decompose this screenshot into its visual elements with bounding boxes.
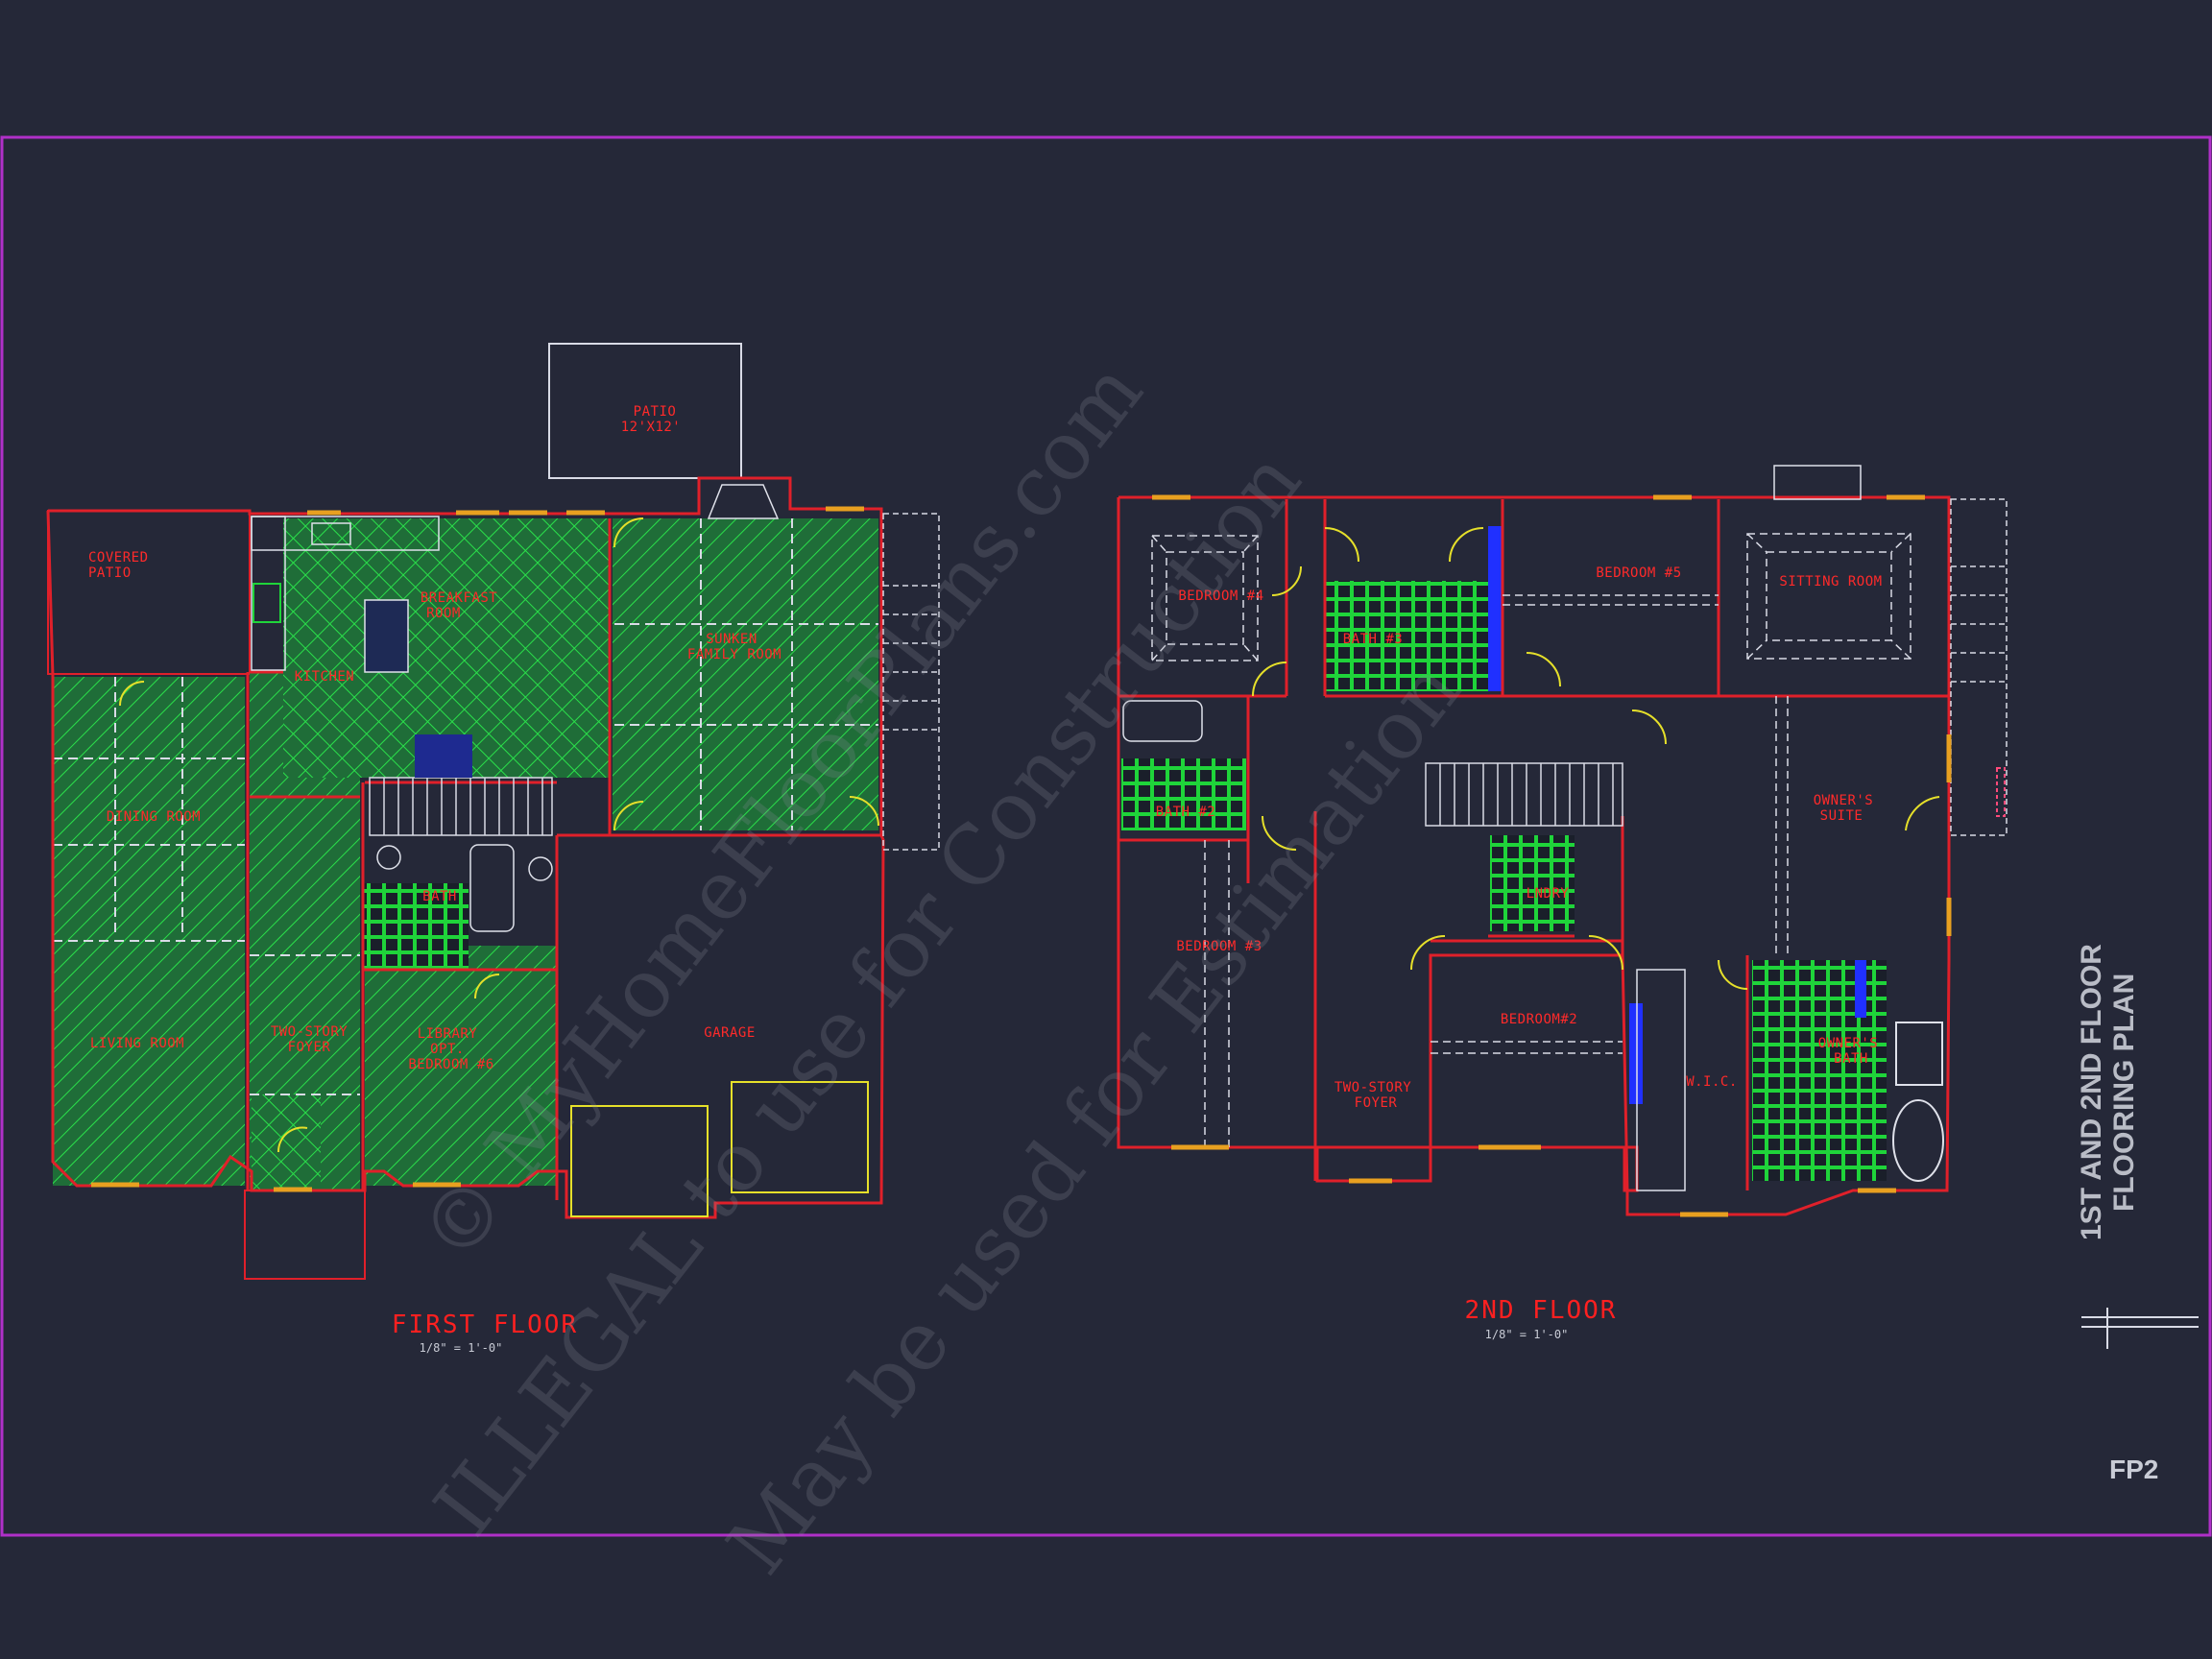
owners-bath-blue (1855, 960, 1866, 1018)
side-window-pink (1996, 767, 2006, 817)
first-floor-exterior-wall (48, 476, 885, 1219)
second-floor-title: 2ND FLOOR (1465, 1296, 1618, 1325)
second-floor-room-labels: BEDROOM #4 BATH #3 BEDROOM #5 SITTING RO… (1156, 565, 1882, 1111)
room-label-bath: BATH (422, 889, 457, 904)
room-label-library-3: BEDROOM #6 (408, 1057, 493, 1072)
bathtub-icon (469, 844, 515, 932)
laundry-tile (1490, 835, 1575, 931)
wic-blue (1629, 1003, 1643, 1104)
garage-door-left (570, 1105, 709, 1217)
first-floor-room-labels: PATIO 12'X12' COVERED PATIO BREAKFAST RO… (88, 404, 781, 1072)
sink-icon (311, 522, 351, 545)
owners-shower-icon (1895, 1022, 1943, 1086)
foyer-entry-tile (252, 1094, 321, 1190)
first-floor-scale: 1/8" = 1'-0" (420, 1341, 503, 1355)
room-label-foyer-1: TWO-STORY (271, 1024, 348, 1040)
fireplace-icon (707, 484, 780, 519)
kitchen-counter-side (251, 516, 286, 671)
room-label-library-2: OPT. (430, 1042, 465, 1057)
room-label-bath3: BATH #3 (1343, 632, 1404, 647)
bath-tile (363, 883, 469, 970)
second-floor-scale: 1/8" = 1'-0" (1485, 1328, 1569, 1341)
section-symbol (2081, 1308, 2199, 1349)
first-floor-door-swings (119, 517, 879, 1153)
sheet-border (0, 135, 2212, 1537)
side-title-line2: FLOORING PLAN (2108, 974, 2140, 1212)
front-porch (244, 1190, 366, 1280)
room-label-owners-bath-2: BATH (1834, 1051, 1868, 1067)
room-label-patio: PATIO (634, 404, 677, 420)
second-floor-door-swings (1252, 527, 1940, 990)
second-floor-stairs (1425, 762, 1623, 827)
room-label-bedroom4: BEDROOM #4 (1178, 589, 1263, 604)
cooktop-icon (252, 583, 281, 623)
side-title: 1ST AND 2ND FLOOR FLOORING PLAN (2076, 944, 2140, 1240)
room-label-breakfast-2: ROOM (426, 606, 461, 621)
first-floor-interior-walls (246, 518, 881, 1200)
dining-grid (53, 518, 878, 1095)
room-label-living: LIVING ROOM (90, 1036, 184, 1051)
room-label-owners-suite-1: OWNER'S (1814, 793, 1874, 808)
room-label-breakfast-1: BREAKFAST (421, 590, 497, 606)
first-floor-windows (91, 506, 864, 1192)
room-label-garage: GARAGE (704, 1025, 756, 1041)
garage-door-right (731, 1081, 869, 1193)
second-floor-deck-stairs (1950, 498, 2008, 836)
second-floor-exterior-wall (1117, 495, 1951, 1216)
first-floor-plan (46, 343, 940, 1280)
room-label-owners-suite-2: SUITE (1820, 808, 1863, 824)
room-label-wic: W.I.C. (1686, 1074, 1738, 1090)
second-floor-interior-walls (1118, 499, 1949, 1190)
side-title-line1: 1ST AND 2ND FLOOR (2076, 944, 2107, 1240)
room-label-covered-patio-2: PATIO (88, 565, 132, 581)
sheet-number: FP2 (2109, 1455, 2158, 1484)
second-floor-plan (1117, 465, 2008, 1217)
wic-shelving (1636, 969, 1686, 1191)
patio-outline (548, 343, 742, 479)
dining-living-floor (53, 677, 245, 1186)
room-label-sitting: SITTING ROOM (1779, 574, 1882, 589)
owners-tub-icon (1892, 1099, 1944, 1182)
fireplace-2-icon (1773, 465, 1862, 500)
first-floor-title: FIRST FLOOR (392, 1310, 578, 1339)
family-room-floor (613, 518, 878, 830)
room-label-bedroom3: BEDROOM #3 (1176, 939, 1262, 954)
bath2-tile (1121, 758, 1246, 830)
tub-bath2-icon (1122, 700, 1203, 742)
toilet-icon (528, 856, 553, 881)
room-label-bedroom2: BEDROOM#2 (1501, 1012, 1577, 1027)
library-floor (365, 946, 557, 1186)
room-label-owners-bath-1: OWNER'S (1818, 1036, 1879, 1051)
deck-stairs (882, 513, 940, 851)
tray-ceilings (1151, 533, 1911, 1147)
room-label-patio-size: 12'X12' (621, 420, 682, 435)
room-label-family-2: FAMILY ROOM (687, 647, 781, 662)
first-floor-stairs (369, 777, 553, 836)
second-floor-windows (1152, 494, 1952, 1217)
bath3-tile (1325, 581, 1498, 691)
room-label-kitchen: KITCHEN (295, 669, 355, 685)
shower-blue-bath3 (1488, 526, 1502, 691)
covered-patio-outline (47, 510, 251, 675)
room-label-library-1: LIBRARY (418, 1026, 478, 1042)
room-label-foyer-2: FOYER (288, 1040, 331, 1055)
kitchen-island (364, 599, 409, 673)
room-label-dining: DINING ROOM (107, 809, 201, 825)
room-label-family-1: SUNKEN (706, 632, 757, 647)
room-label-foyer2-1: TWO-STORY (1334, 1080, 1411, 1095)
room-label-bath2: BATH #2 (1156, 805, 1216, 820)
pantry-blue (415, 734, 472, 778)
room-label-bedroom5: BEDROOM #5 (1596, 565, 1681, 581)
room-label-laundry: LNDRY (1527, 886, 1570, 902)
room-label-foyer2-2: FOYER (1355, 1095, 1398, 1111)
room-label-covered-patio-1: COVERED (88, 550, 149, 565)
sink-bowl-icon (376, 845, 401, 870)
